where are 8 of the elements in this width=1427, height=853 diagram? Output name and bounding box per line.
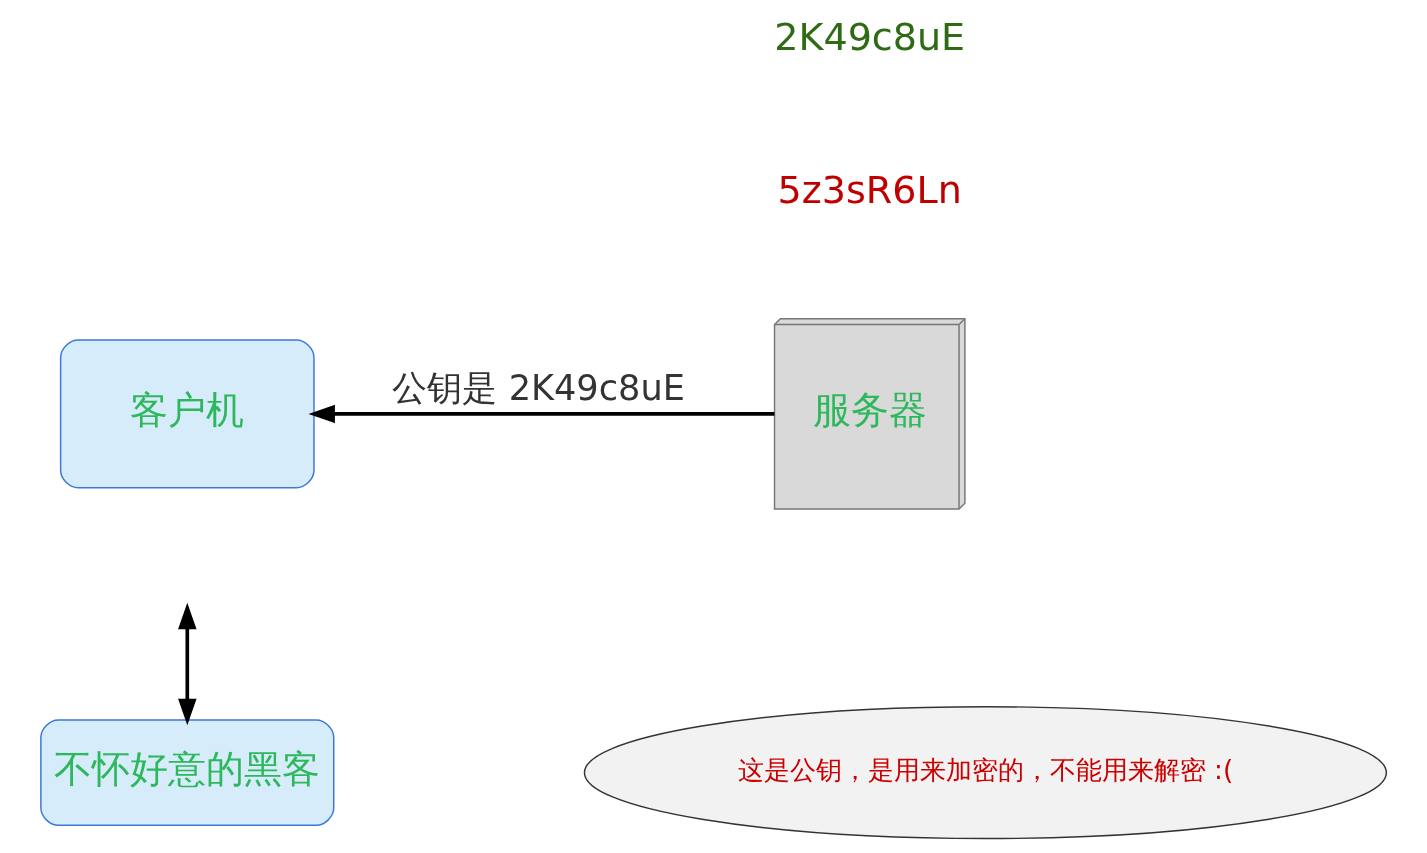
edge-label: 公钥是 2K49c8uE xyxy=(392,366,685,408)
node-box: 不怀好意的黑客 xyxy=(40,719,335,827)
node-ellipse: 这是公钥，是用来加密的，不能用来解密 :( xyxy=(583,706,1388,840)
arrow xyxy=(308,404,775,424)
node-box: 客户机 xyxy=(59,339,315,489)
node-label: 5z3sR6Ln xyxy=(777,167,962,212)
arrow xyxy=(178,602,197,726)
node-label: 2K49c8uE xyxy=(774,15,966,60)
